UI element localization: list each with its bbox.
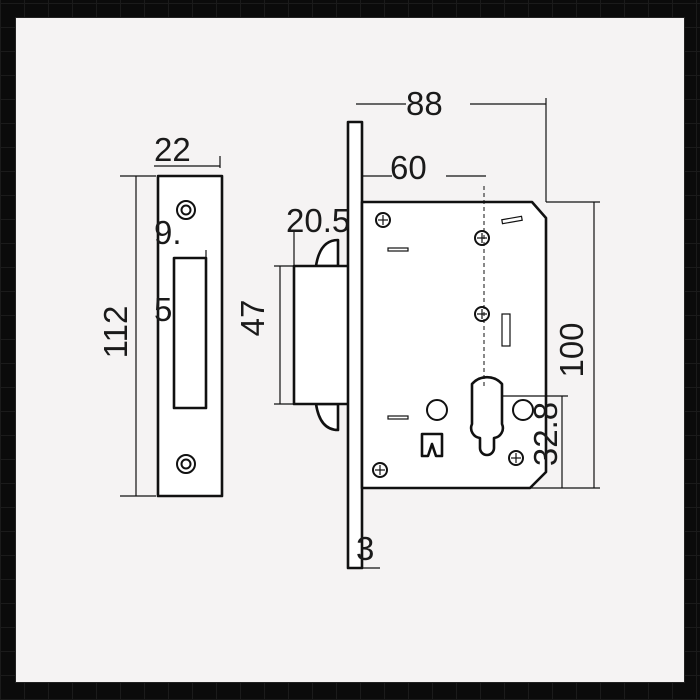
case-slot: [501, 215, 523, 225]
dim-label-backset: 60: [390, 149, 427, 186]
lock-case: [360, 200, 548, 490]
latch-tip-bottom: [314, 402, 340, 432]
case-slot: [387, 415, 409, 420]
dim-label-case-height: 100: [553, 322, 590, 377]
dim-label-hole-offset: 9.: [154, 214, 182, 251]
dim-label-lock-width-total: 88: [406, 85, 443, 122]
case-slot: [387, 247, 409, 252]
dim-label-plate-thickness: 3: [356, 530, 374, 567]
case-screw: [474, 230, 490, 246]
dim-label-cylinder-offset: 32.8: [527, 402, 564, 466]
follower-hole: [426, 399, 448, 421]
case-screw: [375, 212, 391, 228]
drawing-canvas: 22 9. 5 112: [16, 18, 684, 682]
case-slot-vertical: [501, 313, 511, 347]
case-screw: [474, 306, 490, 322]
dim-label-latch-height: 47: [234, 300, 271, 337]
case-screw: [372, 462, 388, 478]
mortise-lock: [274, 98, 600, 570]
strike-plate-screw-bottom: [176, 454, 196, 474]
technical-drawing: 22 9. 5 112: [97, 85, 600, 570]
dim-label-slot-offset: 5: [154, 291, 172, 328]
dim-label-faceplate-width: 22: [154, 131, 191, 168]
euro-cylinder-profile: [469, 375, 505, 457]
follower-hole-right: [512, 399, 534, 421]
case-screw: [508, 450, 524, 466]
strike-plate-screw-top: [176, 200, 196, 220]
latch-bolt: [292, 264, 358, 406]
dim-label-faceplate-height: 112: [97, 306, 134, 359]
latch-tip-top: [314, 238, 340, 268]
strike-plate-slot: [172, 256, 208, 410]
strike-plate: [120, 156, 224, 498]
forend-plate: [346, 120, 364, 570]
dim-label-bolt-projection: 20.5: [286, 202, 350, 239]
lock-catch: [420, 432, 444, 458]
